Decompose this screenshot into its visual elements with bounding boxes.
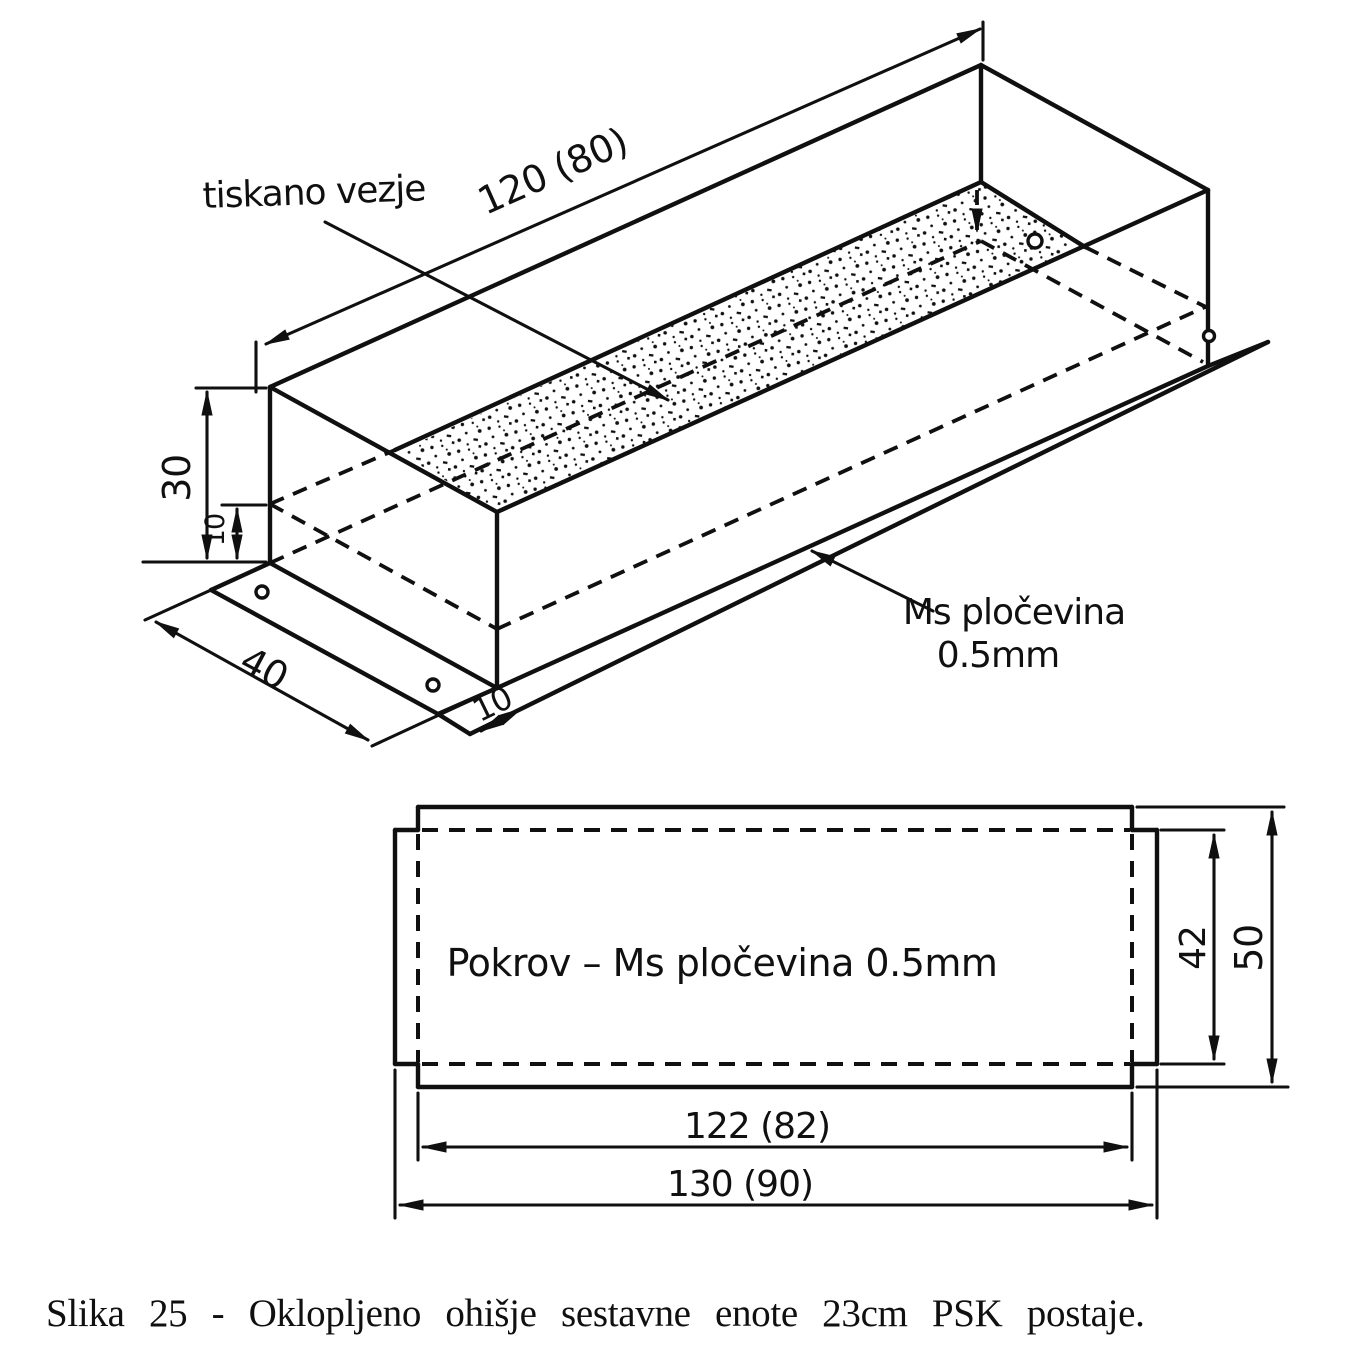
dim-pcb-offset: 10	[200, 503, 268, 560]
figure-caption: Slika 25 - Oklopljeno ohišje sestavne en…	[46, 1292, 1145, 1335]
mounting-hole	[425, 677, 441, 693]
pcb-leader-arrow	[323, 220, 670, 402]
cover-title: Pokrov – Ms pločevina 0.5mm	[447, 941, 998, 985]
pcb-callout: tiskano vezje	[202, 168, 670, 402]
dim-outer-height: 50	[1135, 805, 1290, 1089]
material-callout: Ms pločevina 0.5mm	[810, 549, 1126, 676]
pcb-label: tiskano vezje	[202, 168, 426, 217]
dim-pcb-offset-label: 10	[200, 514, 231, 546]
dim-inner-width-label: 122 (82)	[684, 1106, 830, 1147]
material-leader-arrow	[810, 549, 935, 613]
mounting-hole	[254, 584, 270, 600]
material-label-line2: 0.5mm	[937, 635, 1059, 676]
flat-view: Pokrov – Ms pločevina 0.5mm 122 (82) 130…	[392, 804, 1290, 1220]
mounting-hole	[1201, 328, 1217, 344]
dim-outer-width: 130 (90)	[393, 1068, 1159, 1220]
dim-outer-width-label: 130 (90)	[667, 1164, 813, 1205]
pcb-stipple-surface	[398, 183, 1085, 513]
pcb-hole	[1026, 232, 1044, 250]
cover-outline	[392, 804, 1160, 1090]
dim-height: 30	[141, 386, 268, 564]
fold-lines	[416, 828, 1134, 1066]
dim-flange-label: 10	[466, 679, 517, 730]
dim-inner-width: 122 (82)	[416, 1091, 1134, 1162]
dim-outer-height-label: 50	[1227, 924, 1271, 971]
material-label-line1: Ms pločevina	[903, 592, 1125, 633]
dim-inner-height: 42	[1159, 828, 1226, 1066]
dim-inner-height-label: 42	[1173, 926, 1214, 970]
dim-flange: 10	[466, 679, 523, 733]
iso-view: 120 (80) 30 10 40 10 tiskan	[141, 20, 1271, 748]
dim-height-label: 30	[155, 454, 199, 501]
dim-length-label: 120 (80)	[471, 119, 634, 224]
dim-width-label: 40	[233, 638, 295, 699]
